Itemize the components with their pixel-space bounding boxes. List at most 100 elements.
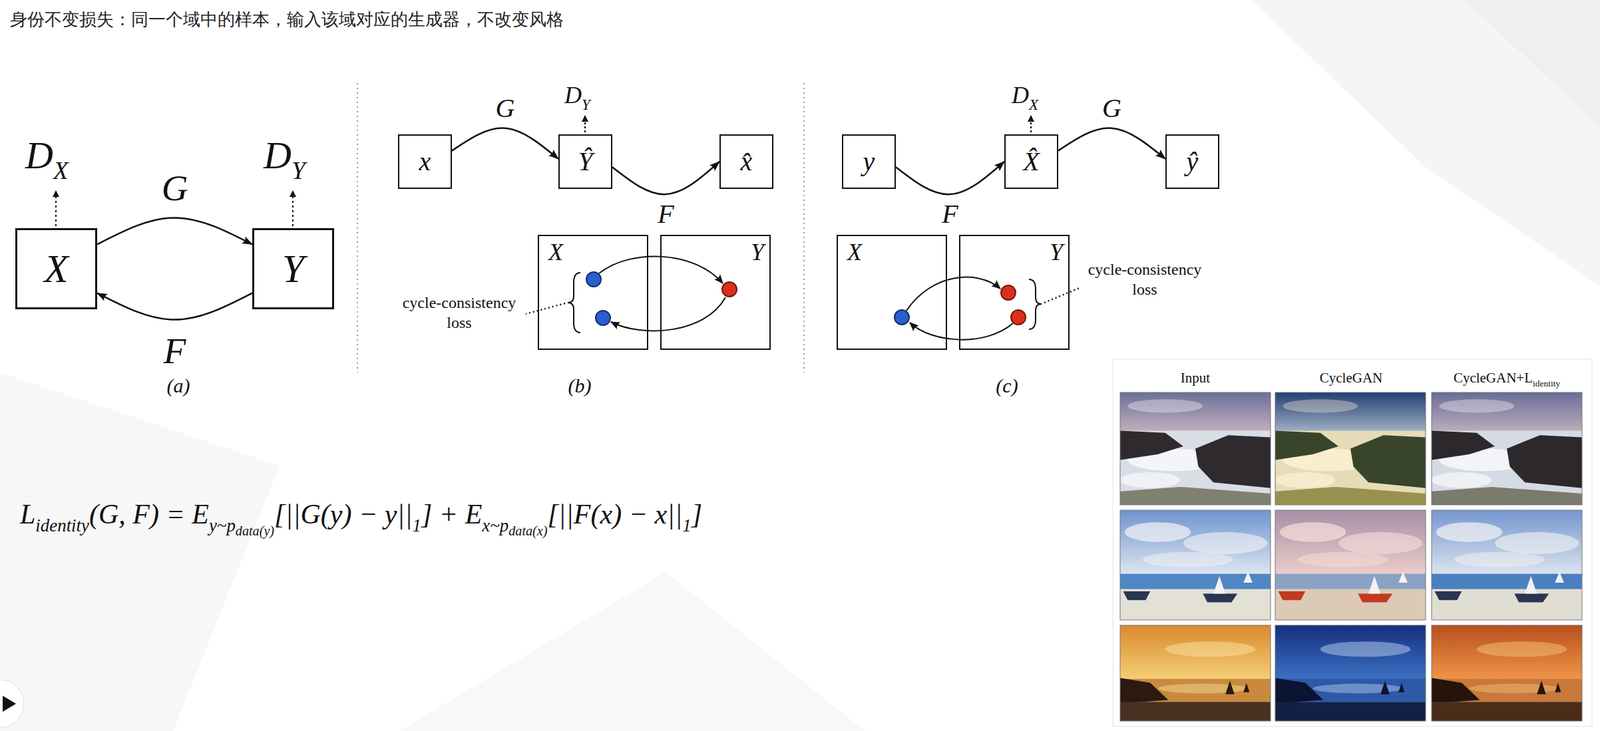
painting-boat bbox=[1434, 591, 1463, 601]
box-label: Y bbox=[282, 248, 305, 289]
panel-divider bbox=[356, 83, 359, 373]
generator-label: F bbox=[657, 200, 674, 228]
painting-rock bbox=[1120, 430, 1184, 460]
discriminator-label: D bbox=[25, 133, 54, 178]
painting-beach bbox=[1275, 702, 1426, 722]
painting-cliff bbox=[1120, 678, 1169, 705]
painting bbox=[1431, 625, 1583, 722]
discriminator-label: X bbox=[53, 157, 69, 185]
painting-cloud bbox=[1320, 641, 1411, 657]
painting-sky bbox=[1120, 392, 1271, 434]
discriminator-label: D bbox=[1011, 81, 1029, 109]
panel-caption: (a) bbox=[167, 374, 191, 397]
formula-term: data(x) bbox=[508, 523, 548, 539]
formula-term: 1 bbox=[412, 515, 422, 536]
box-label: X̂ bbox=[1022, 148, 1039, 176]
label-group: cycle-consistency loss bbox=[399, 292, 520, 333]
curved-arrow bbox=[612, 161, 720, 195]
discriminator-label: Y bbox=[581, 95, 591, 114]
mapping-arc bbox=[909, 322, 1013, 341]
box-label: X bbox=[43, 248, 69, 289]
formula-term: 1 bbox=[682, 515, 691, 536]
painting-cloud bbox=[1165, 641, 1256, 657]
painting-ground bbox=[1275, 487, 1426, 506]
painting-sail bbox=[1380, 681, 1390, 695]
painting-boat bbox=[1202, 593, 1238, 603]
painting-rock bbox=[1431, 430, 1495, 460]
diagram-box: X̂ bbox=[1004, 134, 1059, 190]
diagram-box: Y bbox=[252, 228, 335, 310]
painting-grid bbox=[1120, 392, 1583, 722]
sample-dot bbox=[1000, 285, 1016, 301]
background-facet bbox=[399, 572, 866, 731]
diagram-box: Ŷ bbox=[558, 134, 613, 190]
leader-line bbox=[525, 303, 566, 315]
painting-sky bbox=[1275, 392, 1426, 434]
curved-arrow bbox=[451, 128, 559, 160]
play-button bbox=[0, 680, 24, 729]
painting-sail bbox=[1213, 576, 1226, 594]
label-group: DY bbox=[564, 83, 591, 108]
box-label: y bbox=[863, 148, 876, 176]
painting-boat bbox=[1514, 593, 1549, 603]
painting-boat bbox=[1278, 591, 1306, 601]
box-label: Ŷ bbox=[577, 148, 593, 176]
diagram-box: X bbox=[836, 234, 948, 351]
painting-rock bbox=[1195, 435, 1271, 488]
background-facet bbox=[1464, 0, 1600, 127]
generator-label: G bbox=[1102, 95, 1122, 122]
painting-cloud bbox=[1436, 522, 1503, 543]
column-header: CycleGAN+L bbox=[1453, 370, 1533, 387]
painting-surf bbox=[1275, 472, 1336, 489]
leader-line bbox=[1044, 287, 1081, 303]
curved-arrow bbox=[895, 161, 1005, 195]
painting-sail bbox=[1536, 681, 1547, 695]
painting-frame bbox=[1120, 625, 1271, 722]
box-label: X bbox=[548, 240, 564, 265]
generator-label: F bbox=[941, 200, 958, 228]
formula-term: (G, F) = E bbox=[89, 499, 209, 530]
painting-sky bbox=[1120, 510, 1271, 579]
painting-cloud bbox=[1476, 641, 1568, 657]
brace bbox=[567, 272, 581, 333]
discriminator-arrow bbox=[584, 115, 586, 133]
label-group: (c) bbox=[995, 376, 1018, 397]
painting-cloud bbox=[1127, 399, 1203, 413]
box-label: Y bbox=[1049, 240, 1063, 265]
painting-sky bbox=[1275, 625, 1426, 683]
painting-glow bbox=[1158, 684, 1249, 694]
painting bbox=[1431, 510, 1583, 621]
generator-label: F bbox=[163, 332, 187, 369]
sample-dot bbox=[894, 310, 910, 325]
painting-cloud bbox=[1438, 399, 1515, 413]
brace bbox=[1028, 279, 1042, 330]
painting-sky bbox=[1120, 625, 1271, 683]
painting-rock bbox=[1275, 430, 1339, 460]
background-facet bbox=[0, 372, 280, 731]
column-header: identity bbox=[1532, 378, 1561, 389]
discriminator-arrow bbox=[55, 191, 57, 227]
painting-cliff bbox=[1431, 678, 1480, 705]
painting-frame bbox=[1275, 392, 1426, 506]
panel-caption: (b) bbox=[568, 374, 592, 397]
formula-term: x~p bbox=[481, 515, 509, 536]
painting-glow bbox=[1469, 684, 1561, 694]
label-group: Lidentity(G, F) = Ey~pdata(y)[||G(y) − y… bbox=[19, 500, 703, 529]
curved-arrow bbox=[97, 293, 253, 321]
formula-term: data(y) bbox=[235, 523, 275, 539]
painting-boat bbox=[1123, 591, 1151, 601]
discriminator-label: Y bbox=[291, 157, 306, 185]
painting bbox=[1275, 625, 1426, 722]
sample-dot bbox=[722, 282, 737, 297]
diagram-box: x̂ bbox=[719, 134, 774, 190]
painting-sail bbox=[1368, 576, 1381, 594]
painting-rock bbox=[1350, 435, 1426, 488]
painting-sea bbox=[1120, 430, 1271, 506]
label-group: Input bbox=[1180, 371, 1210, 386]
box-label: x bbox=[419, 148, 432, 176]
diagram-box: Y bbox=[959, 234, 1070, 351]
painting-sea bbox=[1431, 430, 1583, 506]
